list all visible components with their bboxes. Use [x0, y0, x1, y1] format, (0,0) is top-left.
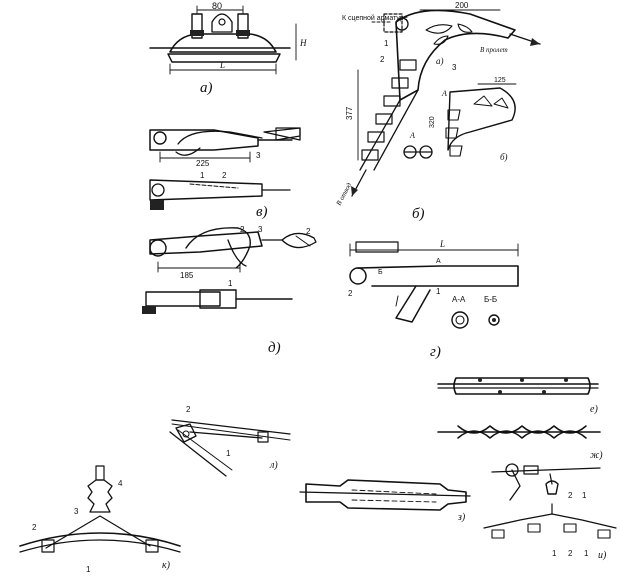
fig-d-loop-clamp: 2 2 3 185 1 д): [142, 225, 317, 356]
fig-k-part-3: 3: [74, 507, 79, 516]
fig-v-dim: 225: [196, 159, 210, 168]
fig-b-dim-small: 125: [494, 77, 506, 84]
fig-i-part-1c: 1: [584, 549, 589, 558]
fig-b-to-span: В пролет: [480, 46, 508, 54]
fig-d-label: д): [268, 340, 281, 356]
fig-g-tubular-clamp: L Б А 2 1 А-А Б-Б г): [348, 239, 519, 360]
fig-z-label: з): [457, 512, 466, 523]
fig-b-part-1: 1: [384, 39, 389, 48]
fig-k-label: к): [162, 560, 171, 571]
fig-b-part-2: 2: [380, 55, 385, 64]
fig-i-part-1b: 1: [552, 549, 557, 558]
fig-l-part-1: 1: [226, 449, 231, 458]
fig-l-part-2: 2: [186, 405, 191, 414]
fig-b-dim-inner: 320: [429, 116, 436, 128]
fig-a-dim-length: L: [219, 60, 225, 70]
fig-d-part-3: 3: [258, 225, 263, 234]
fig-e-label: е): [590, 404, 598, 415]
fig-b-section-a: А: [409, 131, 415, 140]
fig-e-oval-connector: е): [437, 377, 599, 415]
fig-d-part-2: 2: [240, 225, 245, 234]
fig-k-part-1: 1: [86, 565, 91, 574]
fig-v-label: в): [256, 204, 268, 220]
fig-i-part-2b: 2: [568, 549, 573, 558]
fig-d-part-2b: 2: [306, 227, 311, 236]
fig-k-part-2: 2: [32, 523, 37, 532]
fig-i-label: и): [598, 550, 607, 561]
fig-zh-twisted-connector: ж): [437, 425, 603, 461]
fig-z-compression-joint: з): [299, 479, 471, 523]
fig-b-dim-top: 200: [455, 1, 469, 10]
fig-b-section-mark: А: [441, 89, 447, 98]
fig-v-part-2: 2: [222, 171, 227, 180]
fig-zh-label: ж): [590, 450, 603, 461]
fig-g-label: г): [430, 344, 441, 360]
fig-l-tap-clamp: 2 1 л): [169, 405, 291, 477]
fig-b-dim-side: 377: [345, 106, 354, 120]
fig-v-wedge-clamp: 225 3 1 2 в): [149, 127, 301, 220]
fig-b-to-branch: В отвод: [335, 181, 354, 207]
fig-k-part-4: 4: [118, 479, 123, 488]
fig-g-section-bb: Б-Б: [484, 295, 497, 304]
fig-g-section-aa: А-А: [452, 295, 466, 304]
fig-g-part-2: 2: [348, 289, 353, 298]
fig-g-dim-L: L: [439, 239, 445, 249]
fig-b-label: б): [412, 206, 425, 222]
fig-b-corner-clamp: К сцепной арматуре 200 В пролет 1 2 3 а)…: [335, 1, 541, 222]
fig-a-clamp: 80 L H а): [149, 1, 307, 96]
fig-b-part-3: 3: [452, 63, 457, 72]
fig-l-label: л): [269, 460, 278, 471]
fig-g-mark-b: Б: [378, 269, 383, 276]
fig-g-part-1: 1: [436, 287, 441, 296]
fig-b-sub-a: а): [436, 56, 444, 66]
fig-i-insulator-set: 2 1 1 2 1 и): [483, 463, 617, 561]
fig-a-dim-width: 80: [212, 1, 222, 11]
fig-v-part-3: 3: [256, 151, 261, 160]
fig-b-to-support: К сцепной арматуре: [342, 14, 408, 22]
fig-i-part-2: 2: [568, 491, 573, 500]
fig-a-label: а): [200, 80, 213, 96]
fig-k-insulator-loop: 4 3 2 1 к): [19, 465, 181, 574]
fig-a-dim-height: H: [299, 38, 307, 48]
fig-d-dim: 185: [180, 271, 194, 280]
fig-g-mark-a: А: [436, 258, 441, 265]
fig-b-sub-b: б): [500, 152, 508, 162]
fig-i-part-1: 1: [582, 491, 587, 500]
fig-v-part-1: 1: [200, 171, 205, 180]
fig-d-part-1: 1: [228, 279, 233, 288]
